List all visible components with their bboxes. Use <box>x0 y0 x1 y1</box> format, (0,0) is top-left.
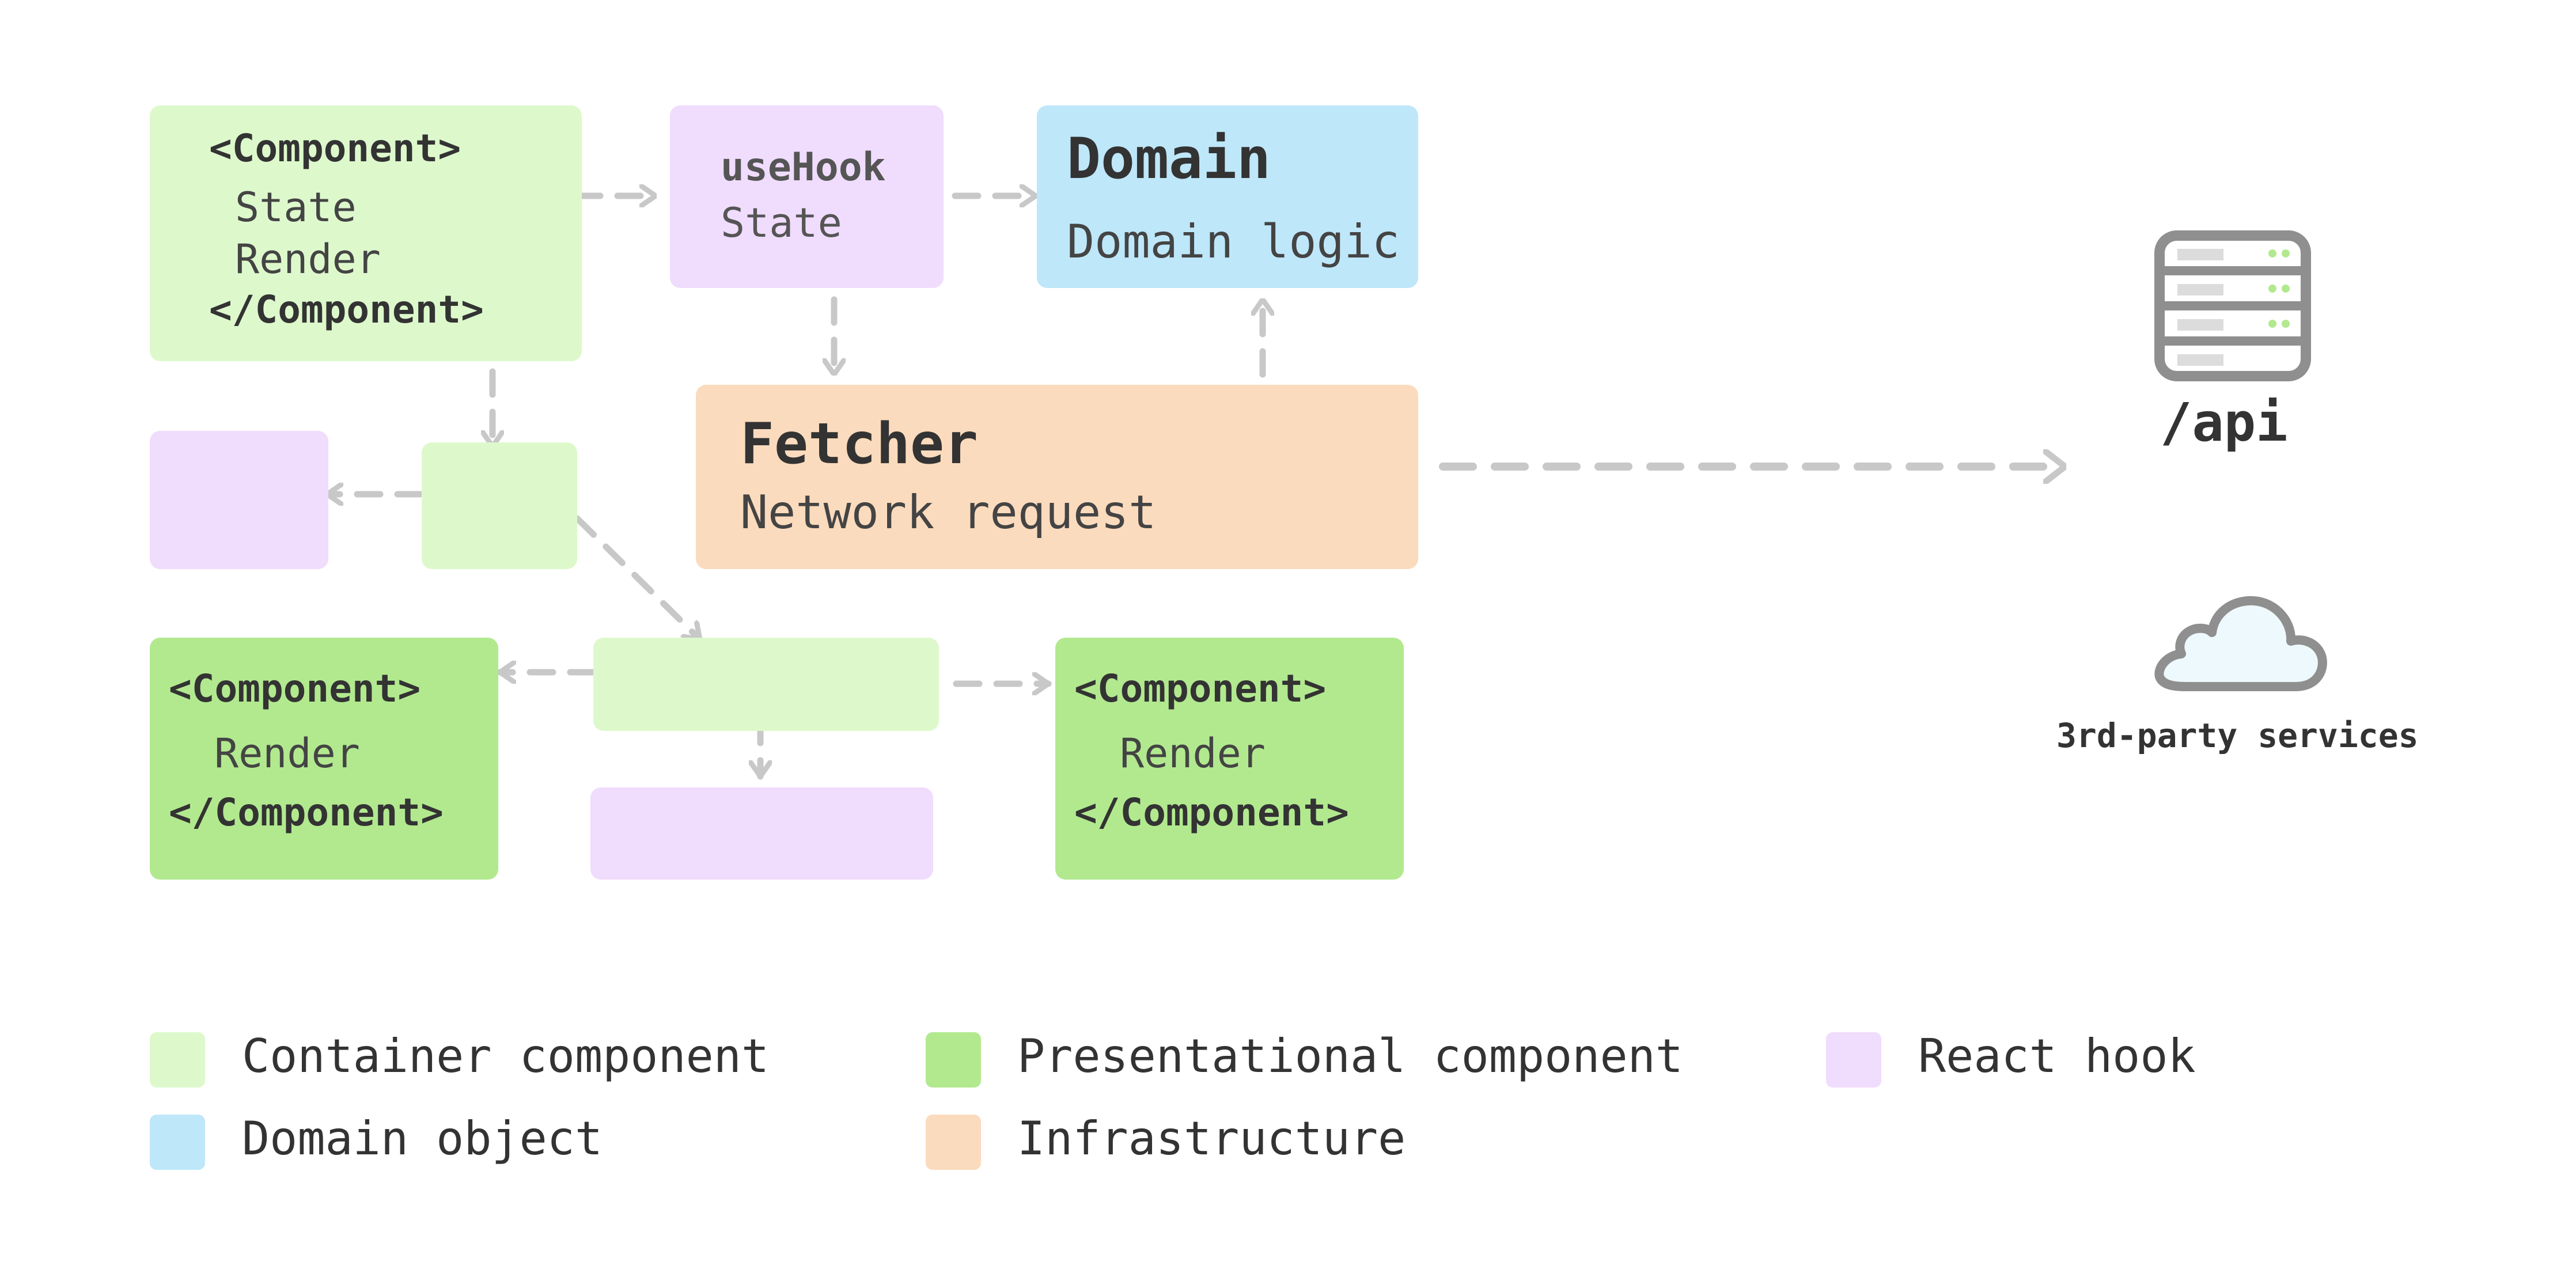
fetcher-network-label: Network request <box>740 486 1157 539</box>
component-open-tag: <Component> <box>1074 666 1327 711</box>
legend-label-domain: Domain object <box>242 1112 603 1165</box>
third-party-label: 3rd-party services <box>2056 716 2419 755</box>
legend-swatch-infrastructure <box>926 1115 981 1170</box>
domain-box: Domain Domain logic <box>1037 105 1418 288</box>
usehook-box: useHook State <box>670 105 944 288</box>
hook-box-bottom <box>590 787 933 880</box>
component-render-label: Render <box>1120 730 1266 777</box>
fetcher-box: Fetcher Network request <box>696 385 1418 569</box>
component-render-label: Render <box>214 730 360 777</box>
component-render-label: Render <box>235 236 381 283</box>
component-presentational-left: <Component> Render </Component> <box>150 638 498 880</box>
legend-label-hook: React hook <box>1918 1029 2196 1083</box>
server-icon <box>2154 230 2311 381</box>
component-close-tag: </Component> <box>1074 790 1349 835</box>
component-open-tag: <Component> <box>169 666 421 711</box>
legend-swatch-hook <box>1826 1032 1881 1088</box>
hook-box-left <box>150 431 328 569</box>
legend-label-infrastructure: Infrastructure <box>1017 1112 1406 1165</box>
component-close-tag: </Component> <box>209 287 484 332</box>
component-container-top: <Component> State Render </Component> <box>150 105 582 361</box>
container-box-mid <box>422 442 577 569</box>
component-open-tag: <Component> <box>209 126 461 171</box>
legend-swatch-container <box>150 1032 205 1088</box>
arrow-container-to-container-bottom <box>574 515 703 643</box>
legend-label-container: Container component <box>242 1029 770 1083</box>
fetcher-title: Fetcher <box>740 411 979 477</box>
domain-title: Domain <box>1067 126 1271 192</box>
cloud-icon <box>2154 596 2327 691</box>
legend-swatch-domain <box>150 1115 205 1170</box>
container-box-bottom <box>593 638 939 731</box>
api-label: /api <box>2160 392 2288 453</box>
component-presentational-right: <Component> Render </Component> <box>1055 638 1404 880</box>
usehook-title: useHook <box>721 145 886 190</box>
legend-swatch-presentational <box>926 1032 981 1088</box>
component-state-label: State <box>235 184 357 231</box>
component-close-tag: </Component> <box>169 790 444 835</box>
domain-logic-label: Domain logic <box>1067 215 1400 268</box>
legend-label-presentational: Presentational component <box>1017 1029 1683 1083</box>
usehook-state-label: State <box>721 199 842 247</box>
